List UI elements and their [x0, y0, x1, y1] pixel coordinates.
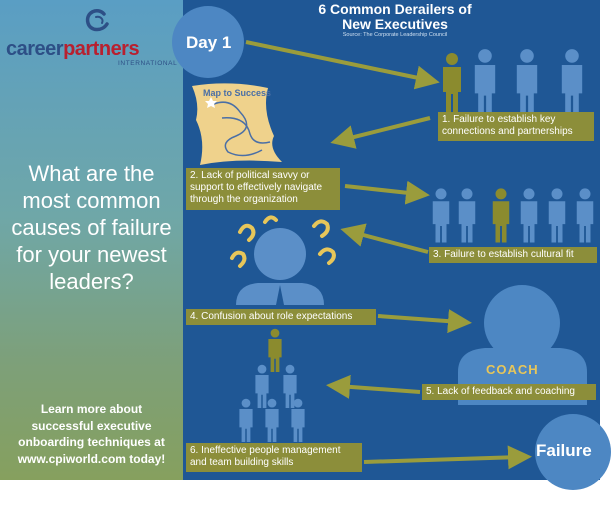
source-note: Source: The Corporate Leadership Council: [342, 32, 448, 38]
arrow-to-map: [330, 116, 431, 149]
title-line-1: 6 Common Derailers of: [318, 1, 472, 17]
derailer-label-1: 1. Failure to establish key connections …: [438, 112, 594, 141]
arrow-day1-to-connections: [245, 40, 440, 90]
failure-circle: [535, 414, 611, 490]
cta-line: Learn more about: [40, 402, 143, 416]
question-line: causes of failure: [11, 215, 172, 240]
derailer-label-3: 3. Failure to establish cultural fit: [429, 247, 597, 263]
logo-partners: partners: [63, 38, 140, 60]
question-line: leaders?: [49, 269, 134, 294]
connections-group: [443, 49, 583, 116]
failure-label: Failure: [536, 441, 592, 460]
arrow-to-confusion: [340, 223, 429, 254]
map-route: [213, 101, 271, 157]
tie-icon: [276, 285, 284, 305]
connector-arrows: [245, 40, 532, 470]
question-line: What are the: [28, 161, 155, 186]
derailer-label-4: 4. Confusion about role expectations: [186, 309, 376, 325]
arrow-to-failure: [363, 445, 532, 470]
pyramid-group: [239, 328, 305, 442]
question-line: for your newest: [16, 242, 167, 267]
day-one-circle: [172, 6, 244, 78]
title-line-2: New Executives: [342, 16, 448, 32]
sidebar: [0, 0, 183, 480]
cta-line: onboarding techniques at: [18, 435, 165, 449]
day-one-label: Day 1: [186, 33, 232, 52]
sidebar-cta[interactable]: Learn more about successful executive on…: [0, 401, 183, 467]
cta-link[interactable]: www.cpiworld.com today!: [17, 451, 166, 466]
cta-line: successful executive: [31, 418, 152, 433]
coach-label: COACH: [486, 362, 539, 377]
cultural-fit-group: [432, 188, 594, 243]
question-marks-icon: [230, 215, 336, 268]
question-line: most common: [22, 188, 161, 213]
derailer-label-2: 2. Lack of political savvy or support to…: [186, 168, 340, 210]
sidebar-question: What are the most common causes of failu…: [0, 160, 183, 295]
derailer-label-6: 6. Ineffective people management and tea…: [186, 443, 362, 472]
header: 6 Common Derailers of New Executives Sou…: [290, 2, 500, 39]
star-icon: [205, 97, 217, 108]
logo-swirl-icon: [85, 9, 109, 32]
logo-career: career: [6, 38, 64, 60]
arrow-to-pyramid: [326, 374, 421, 399]
derailer-label-5: 5. Lack of feedback and coaching: [422, 384, 596, 400]
arrow-to-cultural-fit: [344, 180, 430, 205]
arrow-to-coach: [377, 309, 472, 334]
logo[interactable]: careerpartners INTERNATIONAL: [6, 8, 178, 68]
map-label: Map to Success: [203, 88, 272, 98]
logo-international: INTERNATIONAL: [118, 60, 178, 67]
